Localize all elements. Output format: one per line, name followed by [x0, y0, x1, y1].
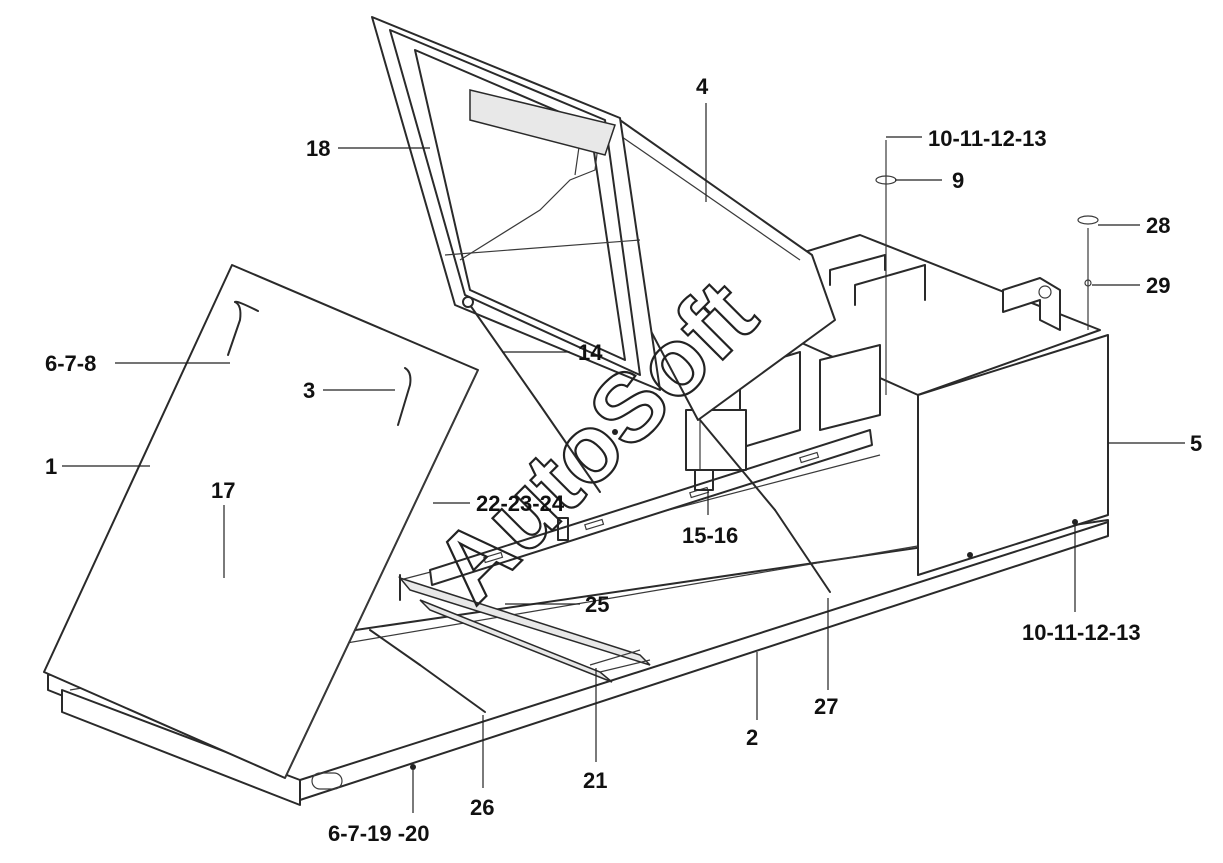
- callout-10-11-12-13-top: 10-11-12-13: [928, 126, 1047, 151]
- callout-2: 2: [746, 725, 758, 750]
- callout-4: 4: [696, 74, 709, 99]
- callout-17: 17: [211, 478, 235, 503]
- lid-panel-1: [43, 264, 618, 779]
- callout-1: 1: [45, 454, 57, 479]
- rails: [397, 574, 651, 683]
- callout-15-16: 15-16: [682, 523, 738, 548]
- callout-22-23-24: 22-23-24: [476, 491, 565, 516]
- callout-18: 18: [306, 136, 330, 161]
- callout-28: 28: [1146, 213, 1170, 238]
- callout-25: 25: [585, 592, 609, 617]
- callout-10-11-12-13-bottom: 10-11-12-13: [1022, 620, 1141, 645]
- callout-27: 27: [814, 694, 838, 719]
- callout-9: 9: [952, 168, 964, 193]
- base-frame: [47, 454, 1109, 806]
- callout-5: 5: [1190, 431, 1202, 456]
- callout-21: 21: [583, 768, 607, 793]
- callout-29: 29: [1146, 273, 1170, 298]
- callout-6-7-19-20: 6-7-19 -20: [328, 821, 430, 846]
- leader-lines: [62, 103, 1185, 813]
- callout-labels: 4 18 10-11-12-13 9 28 29 6-7-8 14 3 5 1 …: [45, 74, 1202, 846]
- callout-6-7-8: 6-7-8: [45, 351, 96, 376]
- callout-14: 14: [578, 340, 603, 365]
- callout-26: 26: [470, 795, 494, 820]
- callout-3: 3: [303, 378, 315, 403]
- box-part-5: [739, 140, 1109, 576]
- frame-18: [371, 16, 661, 391]
